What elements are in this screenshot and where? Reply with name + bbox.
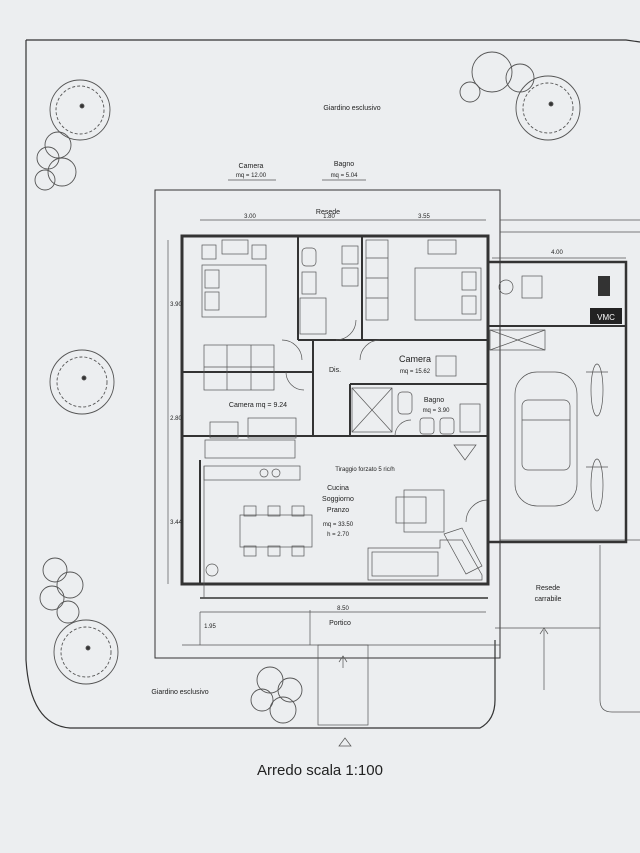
cucina-line-2: Soggiorno <box>322 496 354 503</box>
tree-icon <box>459 51 581 141</box>
cucina-line-3: Pranzo <box>327 507 349 514</box>
cucina-line-1: Cucina <box>327 485 349 492</box>
dis-label: Dis. <box>329 367 341 374</box>
shrub-icon <box>250 666 303 724</box>
car-icon <box>514 371 578 507</box>
resede-carrabile-label-1: Resede <box>536 585 560 592</box>
bathroom-fixture-icon <box>299 245 359 335</box>
plan-caption: Arredo scala 1:100 <box>257 762 383 779</box>
room-area-camera1: mq = 12.00 <box>236 173 267 179</box>
bed-icon <box>414 239 482 377</box>
kitchen-counter-icon <box>203 465 301 598</box>
motorcycle-icon <box>586 363 608 512</box>
shrub-icon <box>34 131 77 191</box>
dim-top-mid: 1.80 <box>323 214 335 220</box>
lot-boundary <box>25 39 640 729</box>
portico-label: Portico <box>329 620 351 627</box>
dining-table-icon <box>239 505 313 557</box>
room-area-camera2: mq = 15.62 <box>400 369 431 375</box>
room-name-bagno1: Bagno <box>334 161 354 168</box>
room-name-bagno2: Bagno <box>424 397 444 404</box>
resede-carrabile-label-2: carrabile <box>535 596 562 603</box>
garden-top-label: Giardino esclusivo <box>323 105 380 112</box>
garden-bottom-label: Giardino esclusivo <box>151 689 208 696</box>
room-name-camera1: Camera <box>239 163 264 170</box>
room-area-bagno2: mq = 3.90 <box>423 408 451 414</box>
vmc-label: VMC <box>597 313 615 322</box>
bed-icon <box>201 239 267 318</box>
dim-portico-depth: 1.95 <box>204 624 216 630</box>
dim-garage-width: 4.00 <box>551 250 563 256</box>
dim-bottom-width: 8.50 <box>337 606 349 612</box>
dim-left-2: 2.80 <box>170 416 182 422</box>
bathroom-fixture-icon <box>351 387 481 435</box>
tree-icon <box>49 349 115 415</box>
resede-top-label: Resede <box>316 209 340 216</box>
dim-top-left: 3.00 <box>244 214 256 220</box>
room-area-bagno1: mq = 5.04 <box>331 173 359 179</box>
dim-left-3: 3.44 <box>170 520 182 526</box>
room-name-camera3: Camera mq = 9.24 <box>229 402 287 409</box>
dim-left-1: 3.90 <box>170 302 182 308</box>
tiraggio-label: Tiraggio forzato 5 ric/h <box>335 467 394 473</box>
tree-icon <box>39 557 119 685</box>
tree-icon <box>49 79 111 141</box>
tv-unit-icon <box>395 489 445 533</box>
wardrobe-icon <box>203 344 275 391</box>
dim-top-right: 3.55 <box>418 214 430 220</box>
sofa-icon <box>367 527 483 581</box>
desk-icon <box>204 417 297 459</box>
room-name-camera2: Camera <box>399 354 431 364</box>
cucina-line-4: mq = 33.50 <box>323 522 354 528</box>
cucina-line-5: h = 2.70 <box>327 532 350 538</box>
